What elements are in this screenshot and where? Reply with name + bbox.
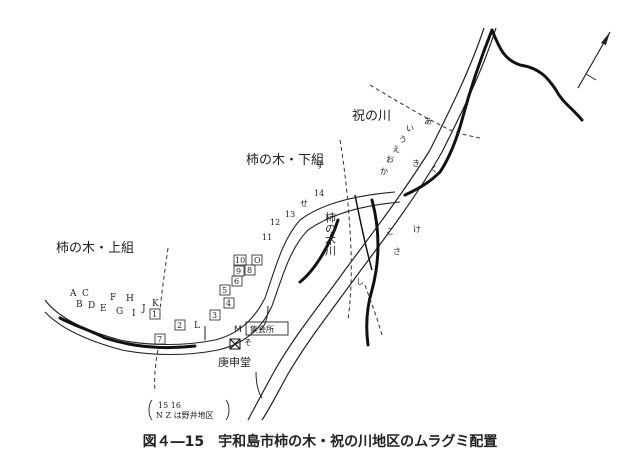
house-numbers: 1 2 3 4 5 6 7 8 9 10 11 12 13 14 O — [149, 189, 324, 345]
svg-text:8: 8 — [247, 266, 252, 275]
svg-text:N Z は野井地区: N Z は野井地区 — [156, 410, 214, 420]
boxed-number: 6 — [231, 275, 243, 287]
svg-text:O: O — [254, 256, 261, 265]
svg-text:3: 3 — [212, 311, 217, 320]
house-number: 12 — [270, 218, 280, 227]
house-number: 14 — [314, 189, 324, 198]
house-mark: か — [380, 167, 388, 176]
main-road — [247, 27, 497, 421]
svg-text:6: 6 — [234, 277, 239, 286]
house-number: 11 — [262, 233, 272, 242]
svg-text:2: 2 — [177, 321, 182, 330]
boxed-number: 4 — [223, 297, 235, 309]
zone-boundaries — [154, 84, 481, 393]
house-mark: う — [399, 135, 407, 144]
house-mark: こ — [386, 227, 394, 236]
boxed-number: 2 — [174, 319, 186, 331]
svg-text:5: 5 — [222, 286, 227, 295]
north-arrow-icon — [577, 31, 611, 89]
svg-text:9: 9 — [236, 267, 241, 276]
boxed-number: 1 — [149, 308, 161, 320]
house-mark: き — [412, 159, 420, 168]
house-mark: え — [392, 145, 400, 154]
svg-text:7: 7 — [157, 335, 162, 344]
svg-text:15 16: 15 16 — [158, 401, 181, 410]
house-mark: I — [132, 309, 136, 319]
svg-text:柿の木川: 柿の木川 — [324, 211, 337, 256]
spur-roads — [204, 305, 269, 399]
rivers — [58, 28, 584, 350]
house-number: 13 — [285, 210, 295, 219]
house-mark: そ — [244, 338, 252, 347]
house-mark: お — [386, 155, 394, 164]
svg-text:1: 1 — [152, 310, 157, 319]
svg-text:4: 4 — [226, 299, 231, 308]
house-mark: E — [100, 304, 107, 314]
house-mark: H — [126, 294, 134, 304]
house-mark: K — [152, 299, 159, 309]
shrine-icon — [229, 338, 241, 350]
boxed-number: 8 — [244, 264, 256, 276]
house-mark: D — [88, 301, 95, 311]
house-mark: F — [110, 293, 116, 303]
boxed-number: 3 — [209, 309, 221, 321]
house-mark: い — [406, 124, 414, 133]
house-mark: J — [141, 304, 146, 314]
house-mark: せ — [300, 199, 308, 208]
house-mark: す — [316, 161, 324, 170]
house-mark: し — [356, 277, 364, 286]
house-mark: あ — [424, 117, 432, 126]
boxed-number: 7 — [154, 333, 166, 345]
river-branch-north — [354, 194, 373, 271]
shrine-label: 庚申堂 — [218, 355, 251, 369]
house-mark: L — [194, 321, 200, 331]
svg-text:10: 10 — [235, 256, 245, 265]
house-kana: あ い う え お か き く け こ さ し す せ そ — [244, 117, 438, 347]
house-mark: C — [82, 289, 89, 299]
house-mark: B — [76, 300, 83, 310]
house-letters: A C B D E F G H I J K L — [69, 289, 200, 331]
m-marker: M — [234, 325, 242, 335]
area-label-iwai: 祝の川 — [352, 109, 391, 124]
legend-note: 15 16 N Z は野井地区 — [148, 399, 230, 421]
secondary-road — [44, 191, 401, 356]
area-label-lower: 柿の木・下組 — [246, 152, 324, 168]
boxed-number: 5 — [219, 284, 231, 296]
house-mark: さ — [393, 247, 401, 256]
house-mark: A — [69, 289, 77, 299]
house-mark: G — [116, 307, 123, 317]
boxed-number: 9 — [233, 265, 245, 277]
boxed-number: O — [251, 254, 263, 266]
area-label-upper: 柿の木・上組 — [56, 240, 134, 256]
house-mark: け — [413, 225, 421, 234]
river-label: 柿の木川 — [324, 211, 337, 256]
house-mark: く — [430, 165, 438, 174]
boxed-number: 10 — [233, 254, 247, 266]
svg-text:集会所: 集会所 — [250, 324, 274, 334]
figure-caption: 図４―15 宇和島市柿の木・祝の川地区のムラグミ配置 — [143, 433, 498, 450]
community-hall: 集会所 — [245, 321, 289, 336]
